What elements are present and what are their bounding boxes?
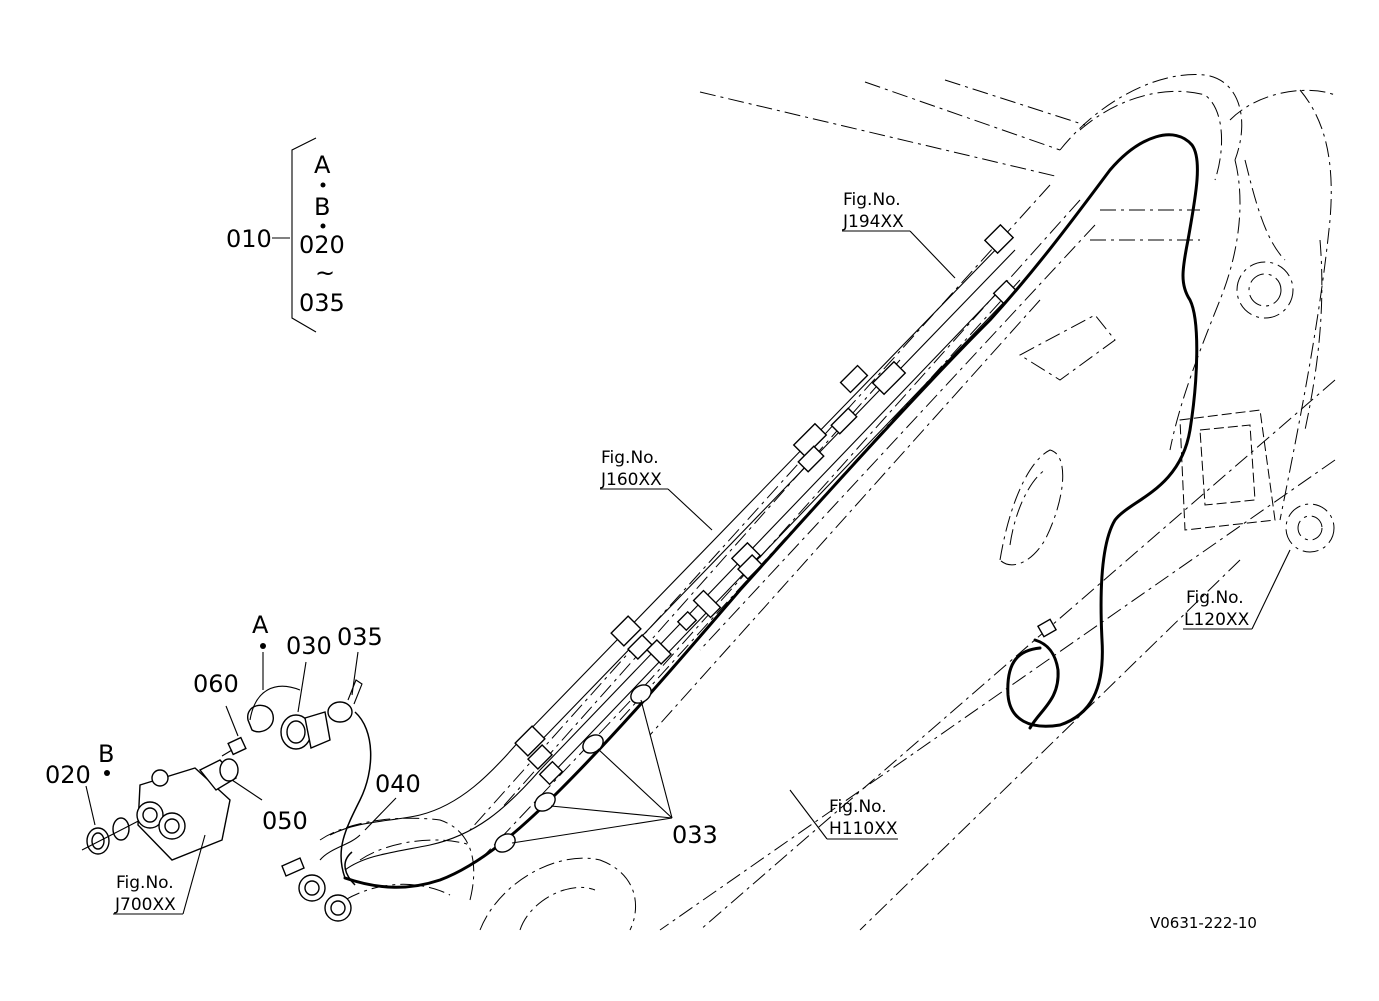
callout-a: A [252,611,269,639]
group-main-label: 010 [226,225,272,253]
callout-030: 030 [286,632,332,660]
hydraulic-pipes [329,239,1016,871]
fig-ref-title: Fig.No. [601,448,659,468]
figure-references: Fig.No. J194XX Fig.No. J160XX Fig.No. L1… [114,190,1250,915]
part-callouts: A 030 035 060 B 020 050 040 033 [45,611,718,849]
callout-035: 035 [337,623,383,651]
group-item-range: ~ [315,259,335,287]
fig-ref-title: Fig.No. [843,190,901,210]
fig-ref-title: Fig.No. [829,797,887,817]
leader-lines [85,137,1291,915]
fig-ref-code: J160XX [600,470,662,490]
callout-b: B [98,740,114,768]
drawing-id: V0631-222-10 [1150,914,1257,932]
group-dot-2 [320,223,326,229]
callout-dot-b [104,770,110,776]
group-010: 010 A B 020 ~ 035 [226,151,345,317]
group-item-035: 035 [299,289,345,317]
fig-ref-code: L120XX [1184,610,1250,630]
callout-020: 020 [45,761,91,789]
wiring-harness [340,133,1199,889]
callout-050: 050 [262,807,308,835]
group-item-a: A [314,151,331,179]
group-dot-1 [320,182,326,188]
exploded-parts [81,679,363,922]
fig-ref-code: J194XX [842,212,904,232]
pipe-clamps [514,223,1018,786]
fig-ref-title: Fig.No. [116,873,174,893]
group-item-020: 020 [299,231,345,259]
phantom-outlines [319,73,1336,931]
wire-clips-033 [494,684,652,853]
connector-plug-icon [1036,618,1058,638]
fig-ref-code: H110XX [829,819,898,839]
callout-060: 060 [193,670,239,698]
fig-ref-title: Fig.No. [1186,588,1244,608]
callout-033: 033 [672,821,718,849]
callout-040: 040 [375,770,421,798]
callout-dot-a [260,643,266,649]
fig-ref-code: J700XX [114,895,176,915]
group-item-b: B [314,193,330,221]
